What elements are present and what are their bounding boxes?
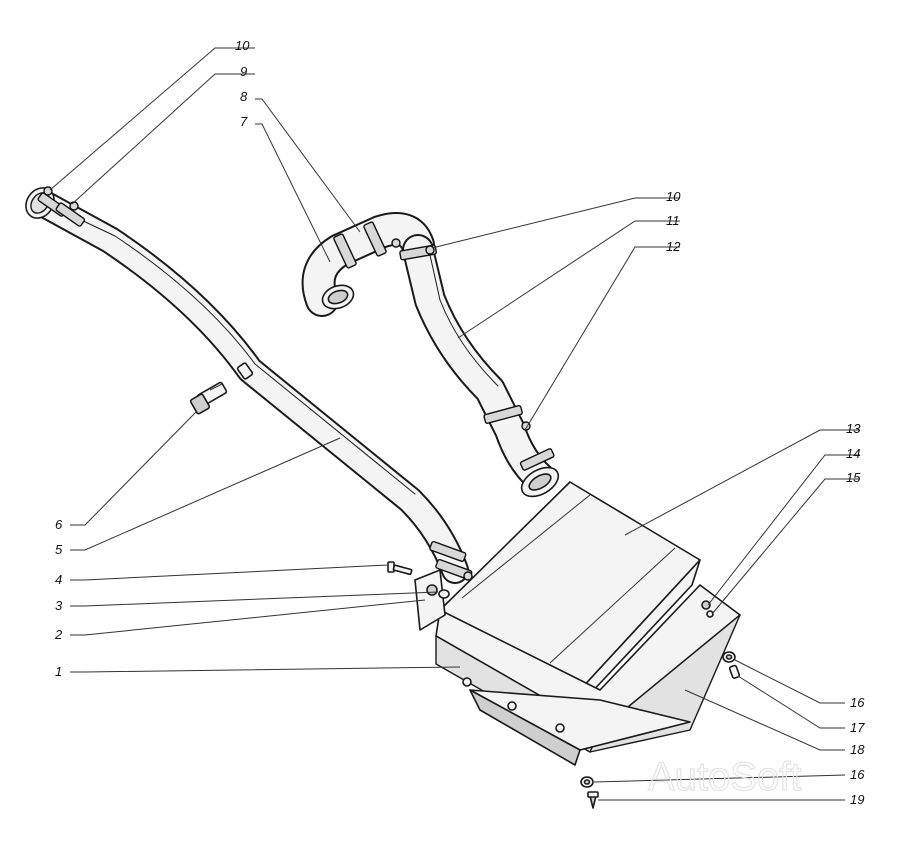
- callout-8: 8: [240, 89, 248, 104]
- riser-hose: [402, 234, 556, 494]
- callout-16-top: 16: [850, 695, 865, 710]
- callout-17: 17: [850, 720, 865, 735]
- riser-clamps: [399, 244, 555, 471]
- watermark: AutoSoft: [648, 755, 801, 799]
- callout-14: 14: [846, 446, 860, 461]
- bolt-4: [387, 561, 413, 576]
- callout-18: 18: [850, 742, 865, 757]
- callout-16-bottom: 16: [850, 767, 865, 782]
- washer-16-top: [722, 651, 736, 663]
- callout-2: 2: [54, 627, 63, 642]
- callout-10-top: 10: [235, 38, 250, 53]
- callout-labels: 10 9 8 7 10 11 12 13 14 15 6 5 4 3 2 1 1…: [54, 38, 865, 807]
- heater-housing: [414, 569, 741, 766]
- washer-16-bottom: [580, 776, 594, 788]
- callout-12: 12: [666, 239, 681, 254]
- callout-4: 4: [55, 572, 62, 587]
- callout-3: 3: [55, 598, 63, 613]
- elbow-hose: [301, 212, 435, 317]
- screw-17: [728, 664, 741, 679]
- washer-3: [438, 589, 450, 599]
- callout-6: 6: [55, 517, 63, 532]
- callout-19: 19: [850, 792, 864, 807]
- elbow-clamp: [333, 221, 401, 269]
- callout-9: 9: [240, 64, 247, 79]
- callout-1: 1: [55, 664, 62, 679]
- callout-7: 7: [240, 114, 248, 129]
- sensor-part: [189, 381, 228, 415]
- long-hose: [25, 187, 469, 584]
- callout-11: 11: [666, 213, 680, 228]
- callout-13: 13: [846, 421, 861, 436]
- leader-lines: [49, 47, 860, 801]
- callout-10-right: 10: [666, 189, 681, 204]
- screw-19: [587, 791, 599, 809]
- hose-clamp-top: [37, 186, 86, 227]
- callout-5: 5: [55, 542, 63, 557]
- nut-14: [701, 600, 714, 618]
- hose-clamp-bottom: [429, 540, 473, 581]
- callout-15: 15: [846, 470, 861, 485]
